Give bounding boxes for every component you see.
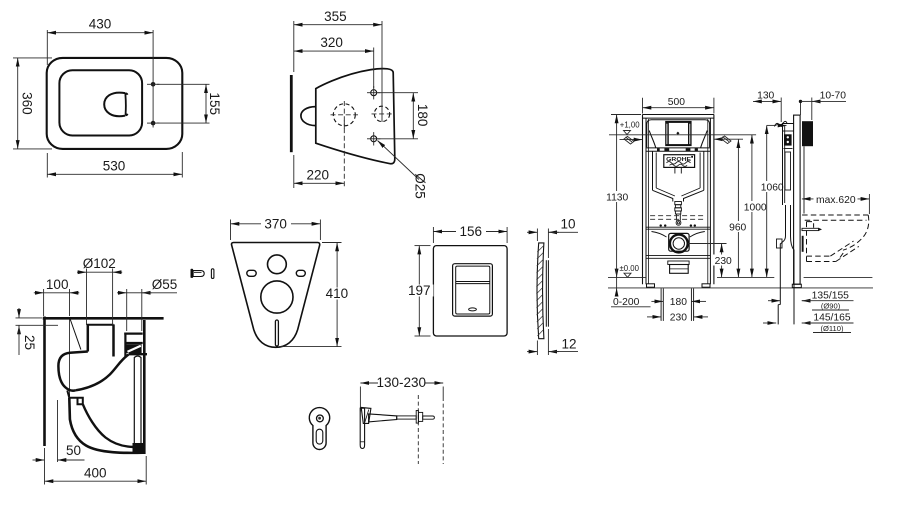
svg-text:360: 360 [19, 92, 34, 115]
svg-text:GROHE: GROHE [666, 157, 691, 163]
svg-text:1060: 1060 [761, 182, 784, 193]
svg-text:355: 355 [324, 9, 347, 24]
svg-text:400: 400 [84, 465, 107, 480]
svg-text:25: 25 [22, 335, 37, 350]
svg-text:230: 230 [715, 256, 732, 267]
svg-text:max.620: max.620 [816, 195, 856, 206]
svg-text:0-200: 0-200 [613, 297, 640, 308]
svg-text:197: 197 [408, 283, 431, 298]
svg-text:Ø55: Ø55 [152, 277, 178, 292]
svg-text:410: 410 [326, 286, 349, 301]
svg-text:180: 180 [415, 104, 430, 127]
svg-text:230: 230 [670, 313, 687, 324]
svg-text:156: 156 [460, 224, 483, 239]
svg-text:500: 500 [668, 97, 685, 108]
svg-text:135/155: 135/155 [812, 290, 849, 301]
svg-text:155: 155 [207, 92, 222, 115]
svg-text:1130: 1130 [606, 193, 628, 204]
svg-text:960: 960 [729, 222, 746, 233]
svg-text:130-230: 130-230 [377, 375, 427, 390]
svg-text:145/165: 145/165 [813, 313, 850, 324]
svg-text:(Ø110): (Ø110) [820, 324, 844, 333]
svg-text:12: 12 [561, 336, 576, 351]
svg-text:370: 370 [264, 216, 287, 231]
svg-text:Ø102: Ø102 [83, 256, 116, 271]
svg-text:320: 320 [320, 35, 343, 50]
svg-text:180: 180 [670, 297, 687, 308]
svg-text:±0.00: ±0.00 [620, 264, 640, 273]
svg-text:220: 220 [307, 168, 330, 183]
svg-text:430: 430 [89, 17, 112, 32]
svg-text:130: 130 [757, 91, 774, 102]
svg-text:50: 50 [66, 443, 81, 458]
svg-text:10-70: 10-70 [820, 91, 847, 102]
svg-text:1000: 1000 [744, 202, 767, 213]
svg-text:10: 10 [560, 217, 575, 232]
svg-text:530: 530 [103, 158, 126, 173]
svg-text:(Ø90): (Ø90) [821, 301, 841, 310]
svg-text:Ø25: Ø25 [413, 173, 428, 199]
svg-text:+1,00: +1,00 [620, 121, 640, 130]
svg-text:100: 100 [46, 277, 69, 292]
